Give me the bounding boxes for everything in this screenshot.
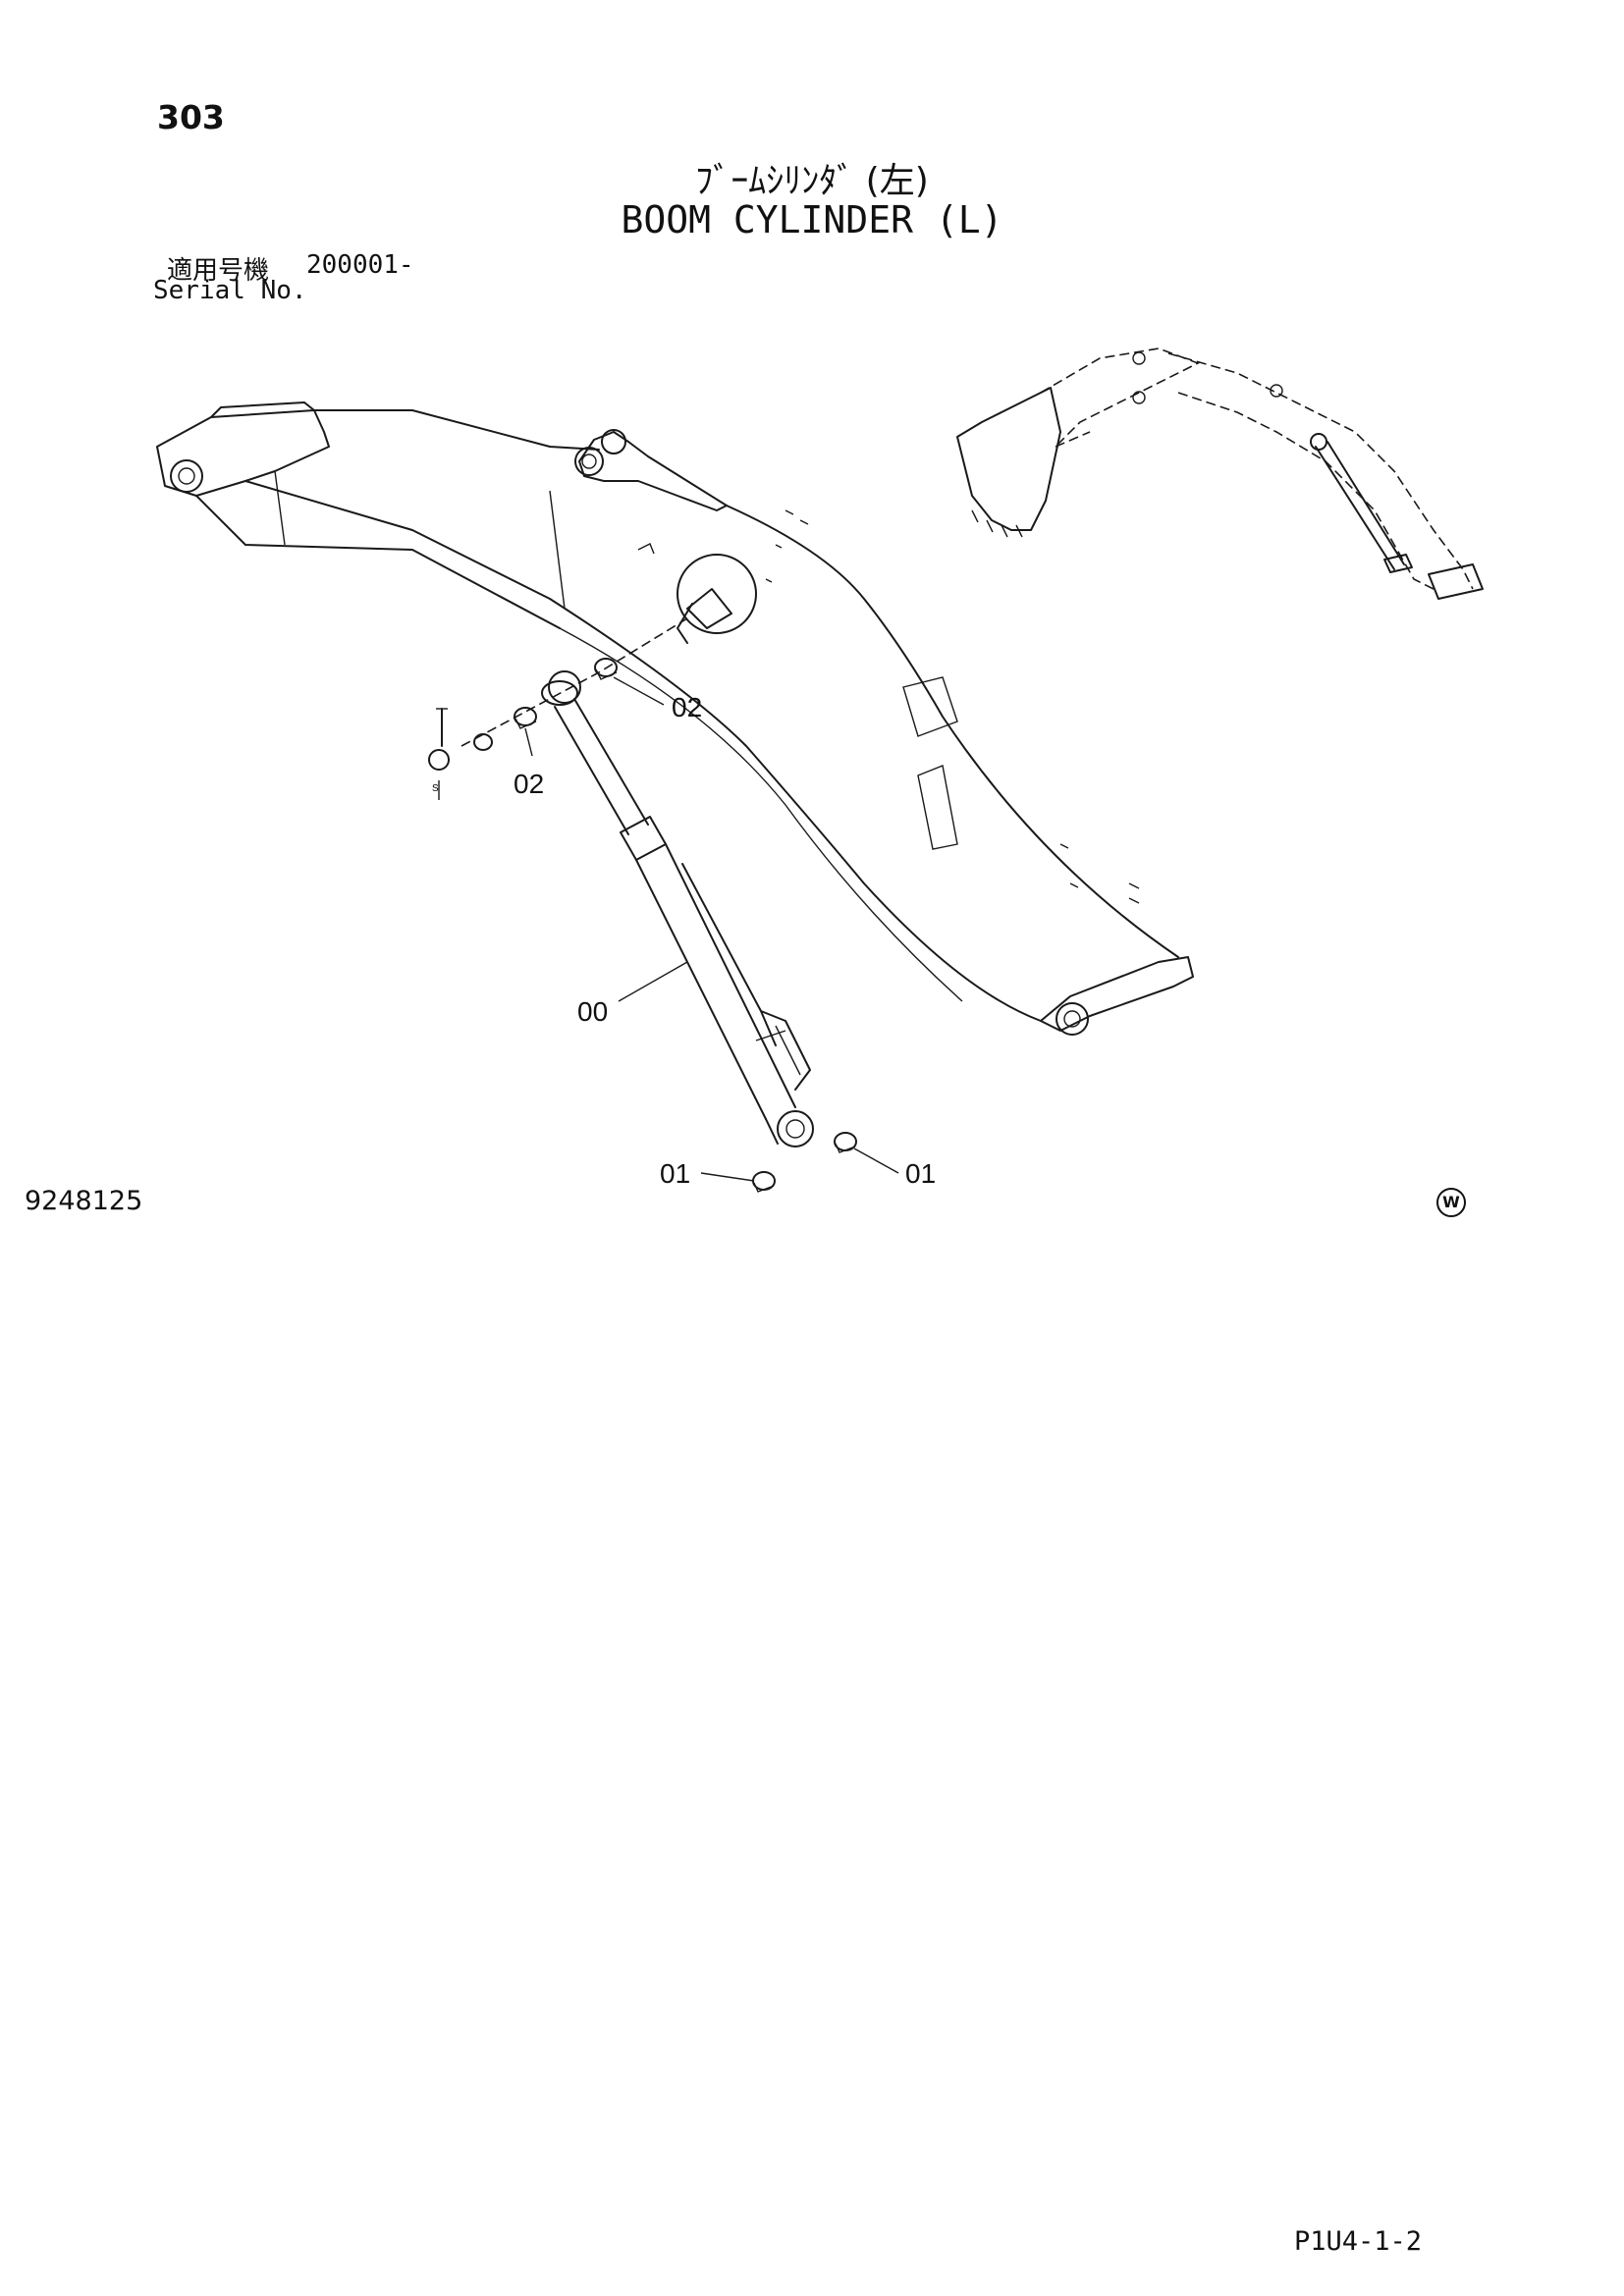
page-code: P1U4-1-2 bbox=[1294, 2226, 1423, 2257]
serial-number-label: Serial No. bbox=[153, 276, 307, 305]
boom-drawing bbox=[156, 401, 1194, 1036]
callout-02-upper: 02 bbox=[672, 692, 702, 722]
figure-number: 9248125 bbox=[25, 1186, 143, 1216]
page-title: BOOM CYLINDER (L) bbox=[621, 198, 1003, 241]
applicable-serial-value: 200001- bbox=[306, 250, 414, 280]
bushings-drawing: S bbox=[428, 617, 857, 1193]
boom-cylinder-exploded-diagram: S 02 bbox=[156, 347, 1484, 1193]
boom-cylinder-drawing bbox=[541, 670, 814, 1148]
callout-00: 00 bbox=[577, 996, 608, 1027]
front-attachment-thumbnail bbox=[956, 347, 1484, 600]
callout-01-right: 01 bbox=[905, 1158, 936, 1189]
callouts: 02 02 00 01 01 bbox=[514, 676, 936, 1189]
callout-02-lower: 02 bbox=[514, 769, 544, 799]
callout-01-left: 01 bbox=[660, 1158, 690, 1189]
applicable-serial-label-jp: 適用号機 bbox=[167, 256, 270, 286]
w-mark-icon: W bbox=[1436, 1188, 1466, 1217]
page-number: 303 bbox=[157, 98, 225, 136]
page-title-japanese: ﾌﾞｰﾑｼﾘﾝﾀﾞ (左) bbox=[695, 161, 929, 201]
svg-text:S: S bbox=[432, 783, 439, 794]
